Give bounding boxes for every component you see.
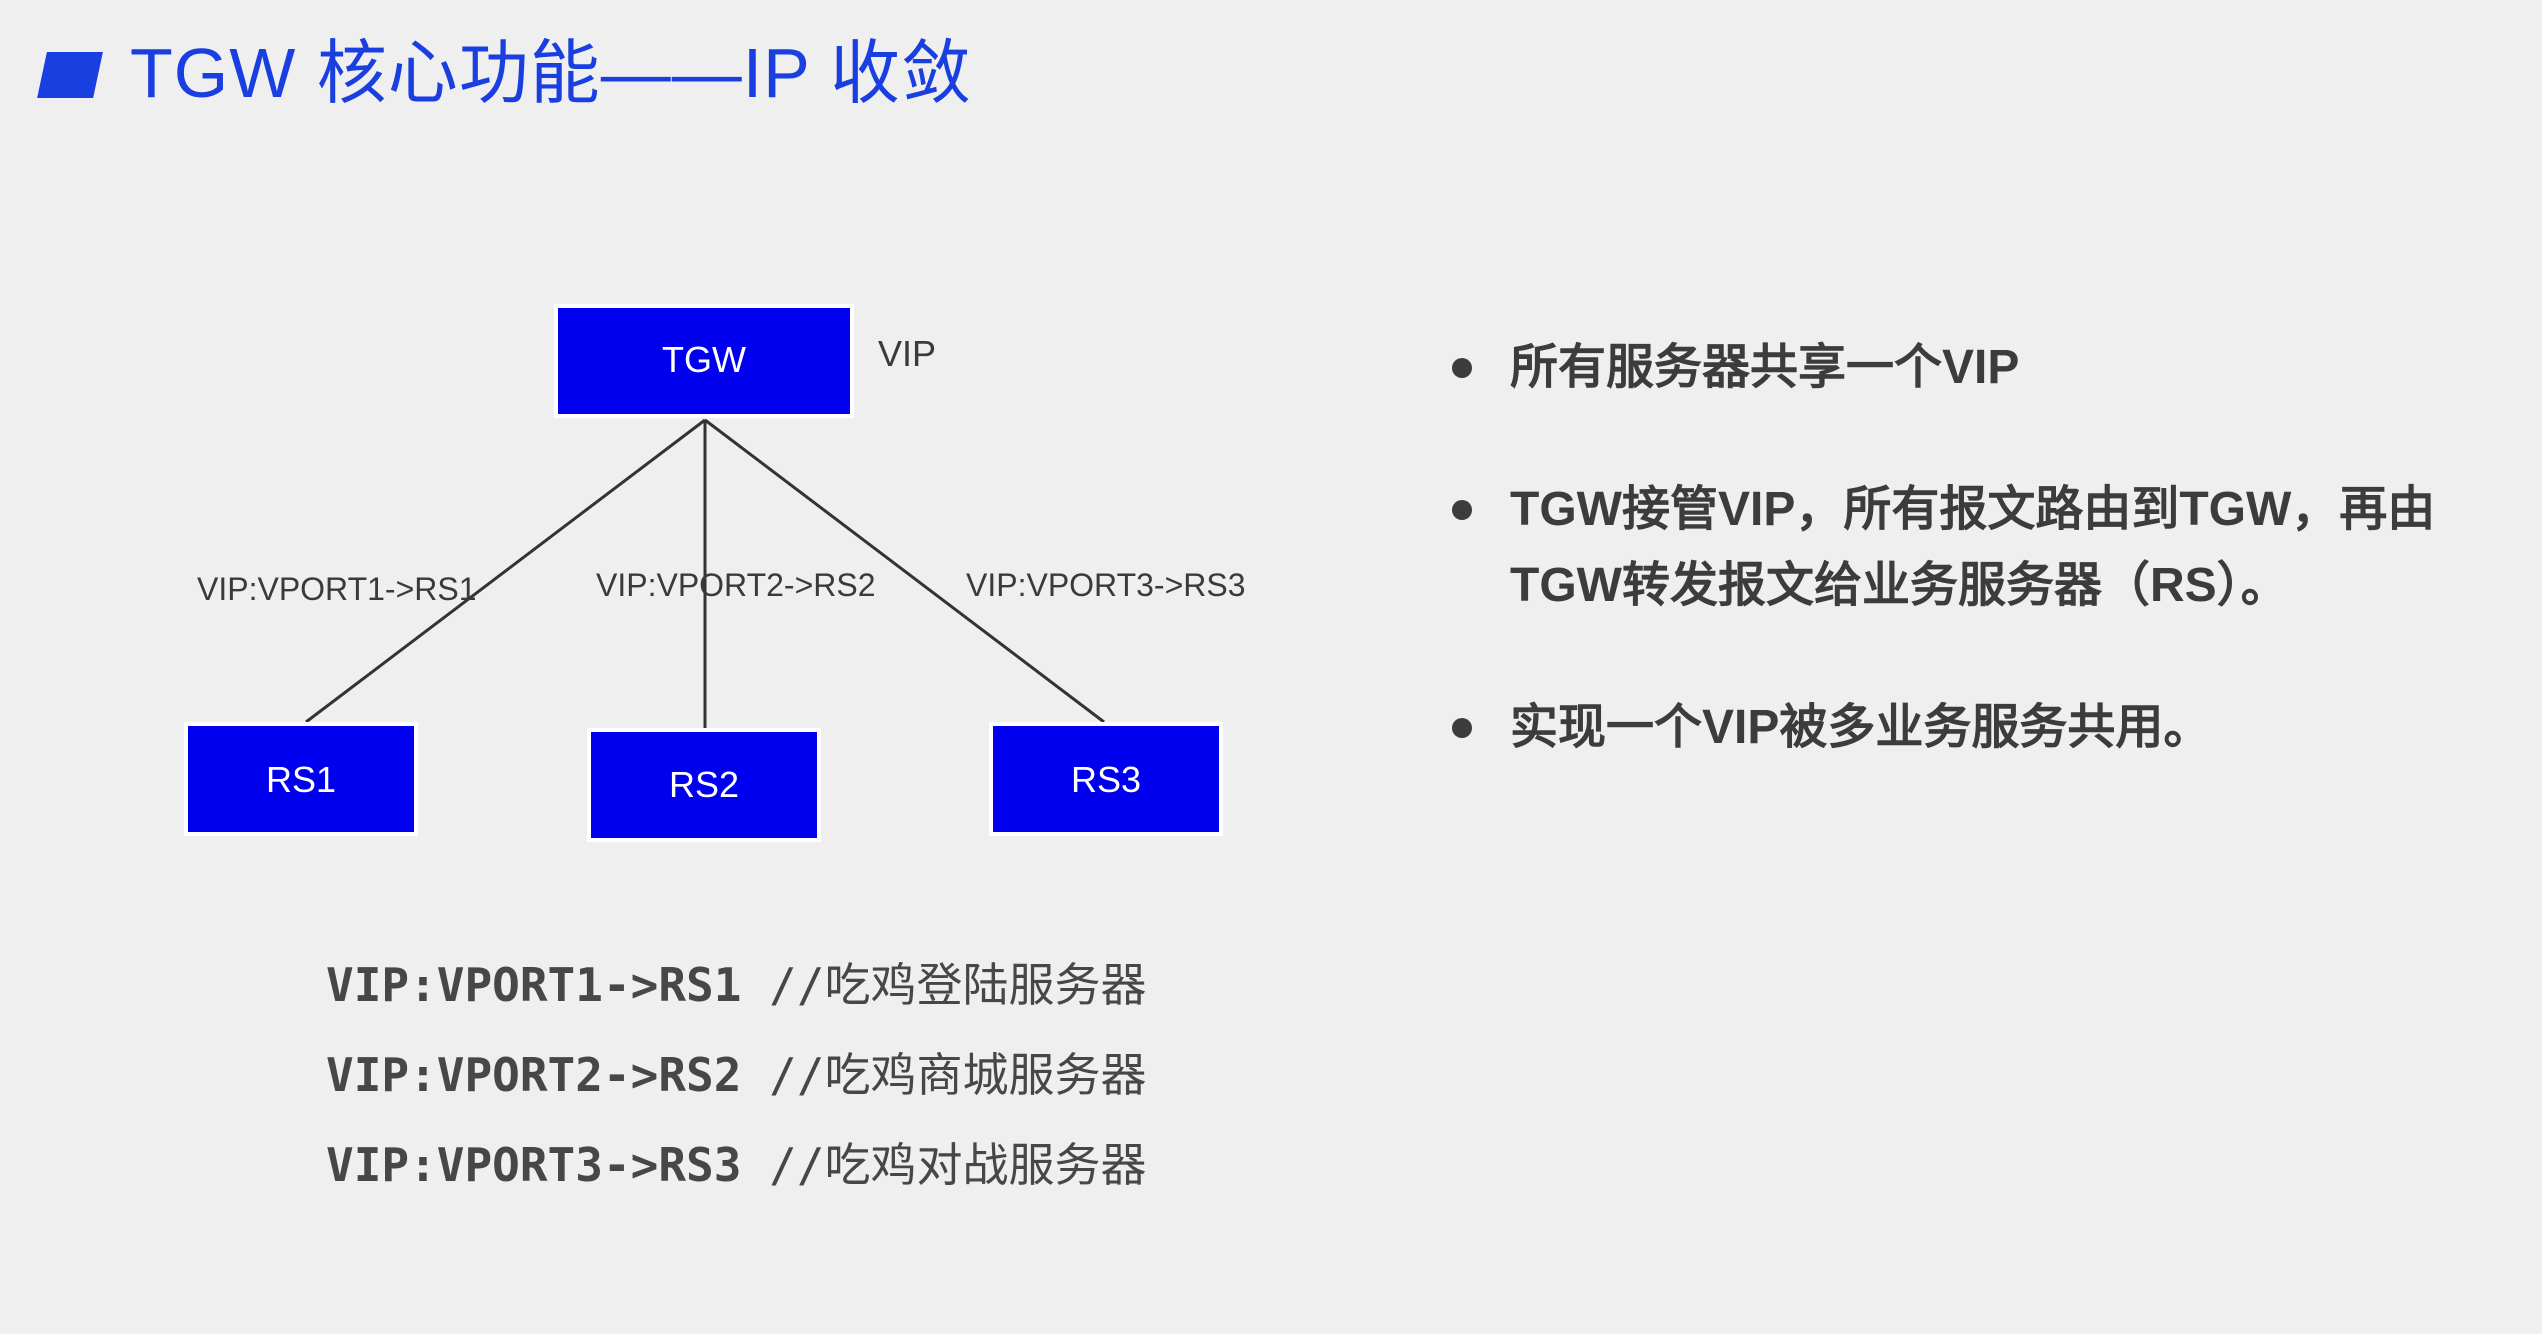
mapping-comment: //吃鸡登陆服务器: [769, 958, 1147, 1012]
rs2-box-label: RS2: [669, 764, 739, 805]
mapping-comment: //吃鸡商城服务器: [769, 1048, 1147, 1102]
tgw-box: [554, 304, 854, 418]
mapping-rule: VIP:VPORT2->RS2: [326, 1048, 742, 1102]
edge-label-rs2: VIP:VPORT2->RS2: [596, 567, 876, 603]
page-title: TGW 核心功能——IP 收敛: [130, 34, 973, 112]
rs1-box: [184, 722, 418, 836]
tgw-box-label: TGW: [662, 339, 746, 380]
mapping-row: VIP:VPORT2->RS2 //吃鸡商城服务器: [326, 1030, 1147, 1120]
bullet-item: 所有服务器共享一个VIP: [1448, 330, 2508, 406]
edge-label-rs3: VIP:VPORT3->RS3: [966, 567, 1246, 603]
mapping-row: VIP:VPORT1->RS1 //吃鸡登陆服务器: [326, 940, 1147, 1030]
bullet-item: TGW接管VIP，所有报文路由到TGW，再由TGW转发报文给业务服务器（RS）。: [1448, 472, 2508, 624]
bullet-dot-icon: [1452, 500, 1472, 520]
bullet-text: 实现一个VIP被多业务服务共用。: [1510, 701, 2212, 754]
edge-tgw-rs3: [704, 418, 1105, 724]
mapping-row: VIP:VPORT3->RS3 //吃鸡对战服务器: [326, 1120, 1147, 1210]
rs1-box-label: RS1: [266, 759, 336, 800]
bullet-dot-icon: [1452, 358, 1472, 378]
mapping-rule: VIP:VPORT3->RS3: [326, 1138, 742, 1192]
mapping-comment: //吃鸡对战服务器: [769, 1138, 1147, 1192]
port-mapping-list: VIP:VPORT1->RS1 //吃鸡登陆服务器 VIP:VPORT2->RS…: [326, 940, 1147, 1210]
edge-tgw-rs1: [305, 418, 706, 724]
bullet-text: 所有服务器共享一个VIP: [1510, 341, 2020, 394]
bullet-dot-icon: [1452, 718, 1472, 738]
mapping-rule: VIP:VPORT1->RS1: [326, 958, 742, 1012]
vip-label: VIP: [878, 333, 936, 374]
rs3-box: [989, 722, 1223, 836]
edge-label-rs1: VIP:VPORT1->RS1: [197, 571, 477, 607]
bullet-text: TGW接管VIP，所有报文路由到TGW，再由TGW转发报文给业务服务器（RS）。: [1510, 483, 2436, 612]
bullet-item: 实现一个VIP被多业务服务共用。: [1448, 690, 2508, 766]
bullet-list: 所有服务器共享一个VIP TGW接管VIP，所有报文路由到TGW，再由TGW转发…: [1448, 330, 2508, 832]
rs3-box-label: RS3: [1071, 759, 1141, 800]
rs2-box: [587, 728, 821, 842]
